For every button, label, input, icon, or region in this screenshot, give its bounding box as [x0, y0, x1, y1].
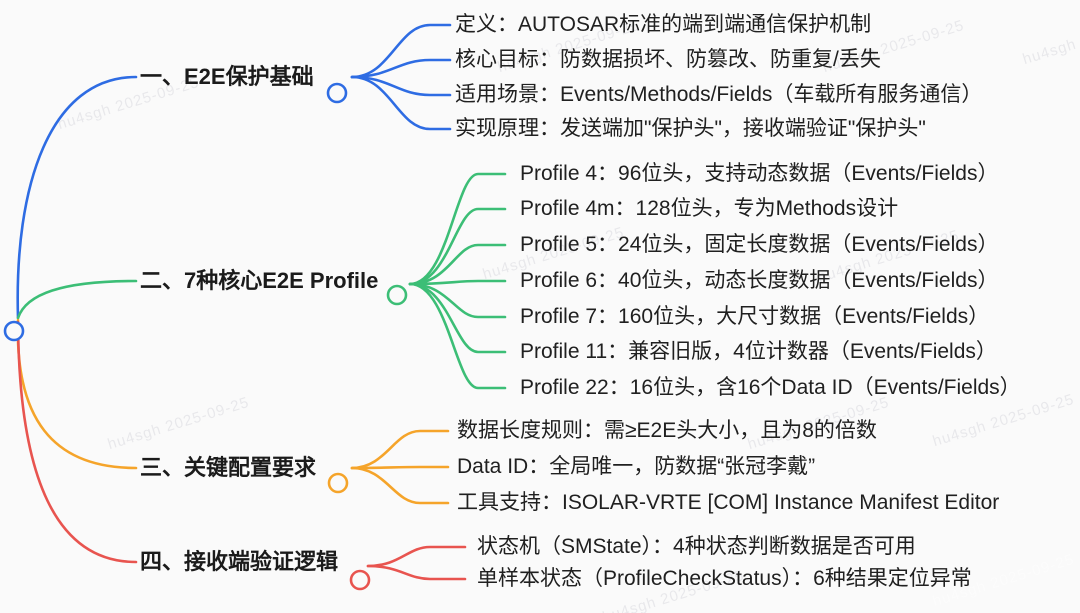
connector-leaf [408, 207, 507, 286]
branch3-node-circle[interactable] [327, 472, 349, 494]
leaf-label[interactable]: 适用场景：Events/Methods/Fields（车载所有服务通信） [455, 83, 983, 106]
leaf-label[interactable]: Profile 4m：128位头，专为Methods设计 [520, 197, 899, 220]
branch-label-config-require[interactable]: 三、关键配置要求 [140, 455, 317, 480]
leaf-label[interactable]: 实现原理：发送端加"保护头"，接收端验证"保护头" [455, 117, 926, 140]
branch-label-core-profiles[interactable]: 二、7种核心E2E Profile [140, 268, 379, 293]
leaf-label[interactable]: 定义：AUTOSAR标准的端到端通信保护机制 [455, 13, 872, 36]
leaf-label[interactable]: Profile 7：160位头，大尺寸数据（Events/Fields） [520, 305, 990, 328]
leaf-label[interactable]: 工具支持：ISOLAR-VRTE [COM] Instance Manifest… [457, 491, 1000, 514]
leaf-label[interactable]: Profile 6：40位头，动态长度数据（Events/Fields） [520, 269, 999, 292]
leaf-label[interactable]: Profile 5：24位头，固定长度数据（Events/Fields） [520, 233, 999, 256]
connector-root-branch3 [16, 318, 138, 470]
leaf-label[interactable]: 单样本状态（ProfileCheckStatus）：6种结果定位异常 [477, 567, 972, 590]
branch1-node-circle[interactable] [326, 82, 348, 104]
leaf-label[interactable]: Profile 11：兼容旧版，4位计数器（Events/Fields） [520, 340, 997, 363]
connector-leaf [350, 466, 450, 505]
connector-leaf [350, 429, 450, 470]
branch2-node-circle[interactable] [386, 284, 408, 306]
leaf-label[interactable]: Data ID：全局唯一，防数据“张冠李戴” [457, 455, 816, 478]
branch-label-e2e-basics[interactable]: 一、E2E保护基础 [140, 64, 314, 89]
root-node-circle[interactable] [3, 320, 25, 342]
branch4-node-circle[interactable] [349, 569, 371, 591]
leaf-label[interactable]: Profile 4：96位头，支持动态数据（Events/Fields） [520, 162, 999, 185]
connector-leaf [366, 564, 467, 581]
leaf-label[interactable]: Profile 22：16位头，含16个Data ID（Events/Field… [520, 376, 1021, 399]
connector-leaf [350, 23, 452, 79]
connector-leaf [408, 243, 507, 286]
connector-root-branch1 [16, 75, 138, 320]
connector-leaf [350, 75, 452, 131]
connector-leaf [408, 172, 507, 286]
connector-root-branch2 [16, 279, 138, 320]
connector-leaf [350, 465, 450, 470]
connector-root-branch4 [16, 320, 138, 564]
connector-leaf [366, 545, 467, 568]
connector-leaf [350, 58, 452, 79]
leaf-label[interactable]: 状态机（SMState）：4种状态判断数据是否可用 [477, 535, 916, 558]
leaf-label[interactable]: 核心目标：防数据损坏、防篡改、防重复/丢失 [455, 48, 881, 71]
connector-leaf [408, 282, 507, 390]
branch-label-receiver-verify[interactable]: 四、接收端验证逻辑 [140, 549, 339, 574]
leaf-label[interactable]: 数据长度规则：需≥E2E头大小，且为8的倍数 [457, 419, 877, 442]
